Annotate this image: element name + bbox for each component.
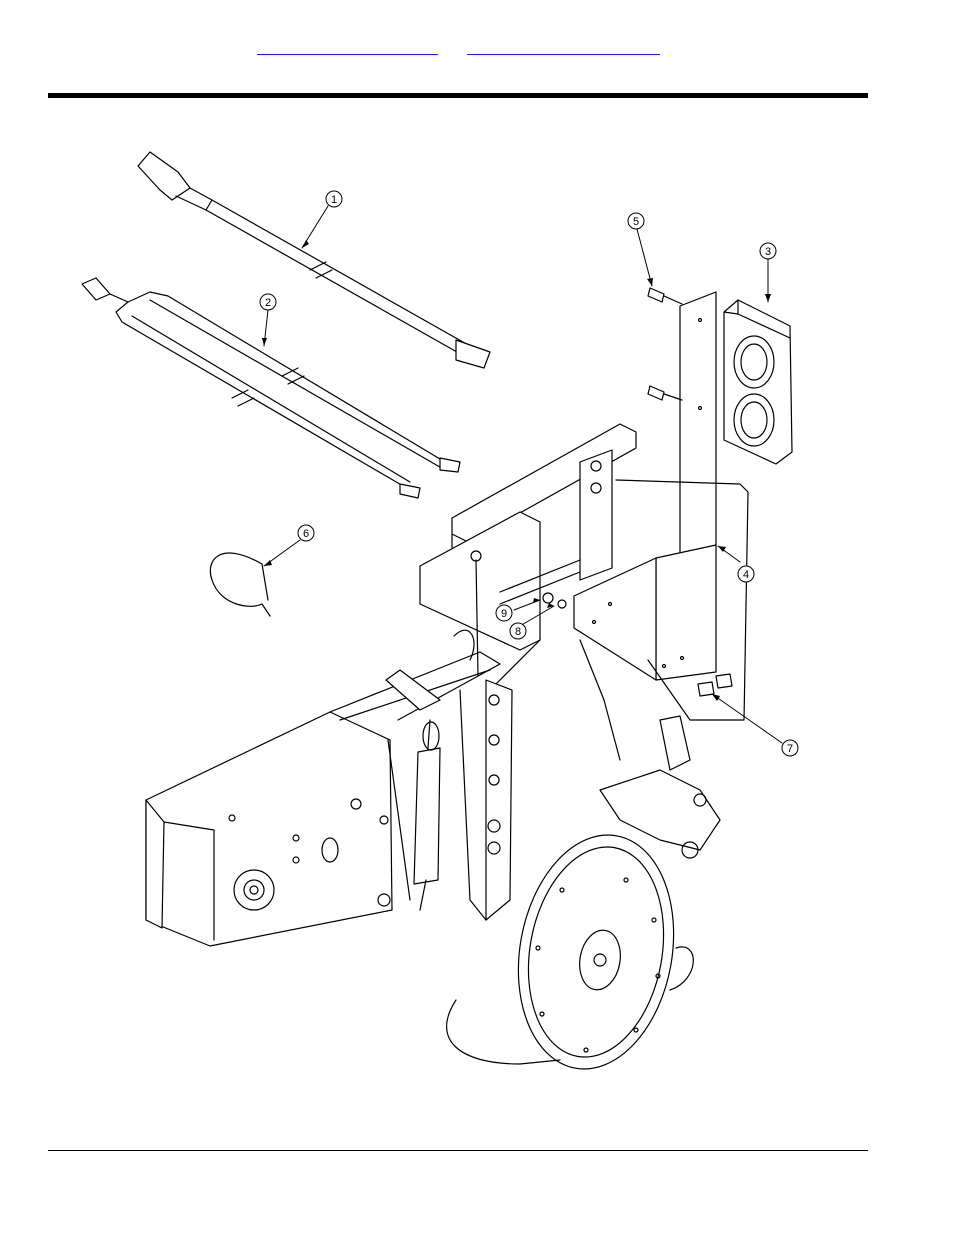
svg-text:4: 4: [743, 569, 749, 581]
warning-light: [724, 300, 792, 464]
callout-9: 9: [496, 605, 512, 621]
callout-4: 4: [738, 566, 754, 582]
vertical-frame: [386, 670, 512, 920]
svg-text:1: 1: [331, 194, 337, 206]
svg-text:3: 3: [765, 246, 771, 258]
header-rule: [48, 93, 868, 98]
screws-top: [648, 288, 682, 400]
parts-diagram: 1 2 3 4 5 6 7 8: [70, 140, 810, 1080]
svg-text:7: 7: [787, 743, 793, 755]
callout-3: 3: [760, 243, 776, 259]
cable-harness-1: [138, 152, 490, 368]
callout-8: 8: [510, 623, 526, 639]
header-link-2[interactable]: [467, 40, 660, 55]
callout-6: 6: [298, 525, 314, 541]
shock-absorber: [414, 720, 440, 910]
nut-washer: [543, 593, 566, 608]
callout-1: 1: [326, 191, 342, 207]
callout-7: 7: [782, 740, 798, 756]
svg-text:6: 6: [303, 528, 309, 540]
callout-5: 5: [628, 213, 644, 229]
cable-harness-2: [82, 278, 460, 498]
parallel-arm-bracket: [146, 652, 500, 946]
svg-text:5: 5: [633, 216, 639, 228]
svg-text:2: 2: [265, 297, 271, 309]
svg-text:9: 9: [501, 608, 507, 620]
gauge-wheel: [447, 823, 694, 1080]
screws-bottom: [698, 674, 732, 696]
footer-rule: [48, 1150, 868, 1151]
header-link-1[interactable]: [257, 40, 438, 55]
cable-tie: [210, 553, 270, 616]
svg-text:8: 8: [515, 626, 521, 638]
callout-2: 2: [260, 294, 276, 310]
